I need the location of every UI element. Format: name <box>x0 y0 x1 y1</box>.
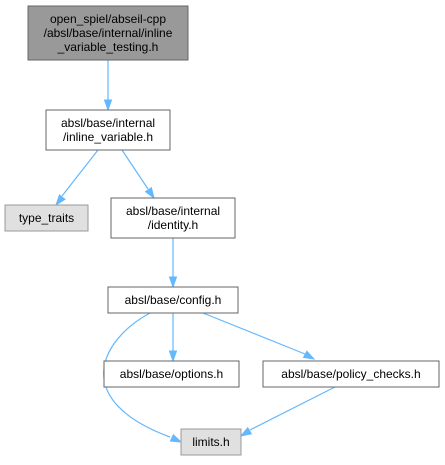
node-identity[interactable]: absl/base/internal/identity.h <box>110 197 236 239</box>
node-box <box>103 360 240 388</box>
edge-line <box>249 386 336 431</box>
arrowhead <box>103 99 113 112</box>
edge-line <box>61 149 99 197</box>
edge-line <box>121 149 149 190</box>
node-box <box>4 204 89 232</box>
node-box <box>262 360 440 388</box>
arrowhead <box>169 433 183 443</box>
edge-line <box>202 312 306 355</box>
node-label-line: absl/base/internal <box>61 116 155 130</box>
node-label-line: absl/base/internal <box>126 204 220 218</box>
node-policy-checks[interactable]: absl/base/policy_checks.h <box>262 360 440 388</box>
node-label-line: absl/base/config.h <box>125 293 222 307</box>
edge-policy-checks-to-limits <box>239 386 336 437</box>
node-label-line: limits.h <box>192 435 229 449</box>
node-box <box>110 197 236 239</box>
arrowhead <box>144 186 155 200</box>
node-label-line: _variable_testing.h <box>57 40 159 54</box>
edge-identity-to-config <box>168 238 178 289</box>
node-inline-variable[interactable]: absl/base/internal/inline_variable.h <box>45 109 171 151</box>
node-label-line: type_traits <box>19 211 74 225</box>
nodes-layer: open_spiel/abseil-cpp/absl/base/internal… <box>4 5 440 456</box>
node-box <box>45 109 171 151</box>
node-box <box>27 5 189 61</box>
node-type-traits: type_traits <box>4 204 89 232</box>
arrowhead <box>239 426 253 437</box>
node-root[interactable]: open_spiel/abseil-cpp/absl/base/internal… <box>27 5 189 61</box>
node-options[interactable]: absl/base/options.h <box>103 360 240 388</box>
node-box <box>180 428 242 456</box>
node-label-line: /absl/base/internal/inline <box>44 26 173 40</box>
node-label-line: open_spiel/abseil-cpp <box>50 12 166 26</box>
arrowhead <box>55 194 66 207</box>
edge-inline-variable-to-identity <box>121 149 155 200</box>
edge-config-to-policy-checks <box>202 312 316 360</box>
arrowhead <box>168 350 178 363</box>
edge-root-to-inline-variable <box>103 60 113 112</box>
edge-config-to-options <box>168 313 178 363</box>
node-label-line: /identity.h <box>148 218 198 232</box>
node-box <box>107 286 239 314</box>
node-label-line: absl/base/options.h <box>120 367 223 381</box>
node-limits: limits.h <box>180 428 242 456</box>
node-config[interactable]: absl/base/config.h <box>107 286 239 314</box>
arrowhead <box>302 350 316 360</box>
node-label-line: /inline_variable.h <box>63 130 153 144</box>
edge-inline-variable-to-type-traits <box>55 149 99 207</box>
arrowhead <box>168 276 178 289</box>
node-label-line: absl/base/policy_checks.h <box>281 367 420 381</box>
